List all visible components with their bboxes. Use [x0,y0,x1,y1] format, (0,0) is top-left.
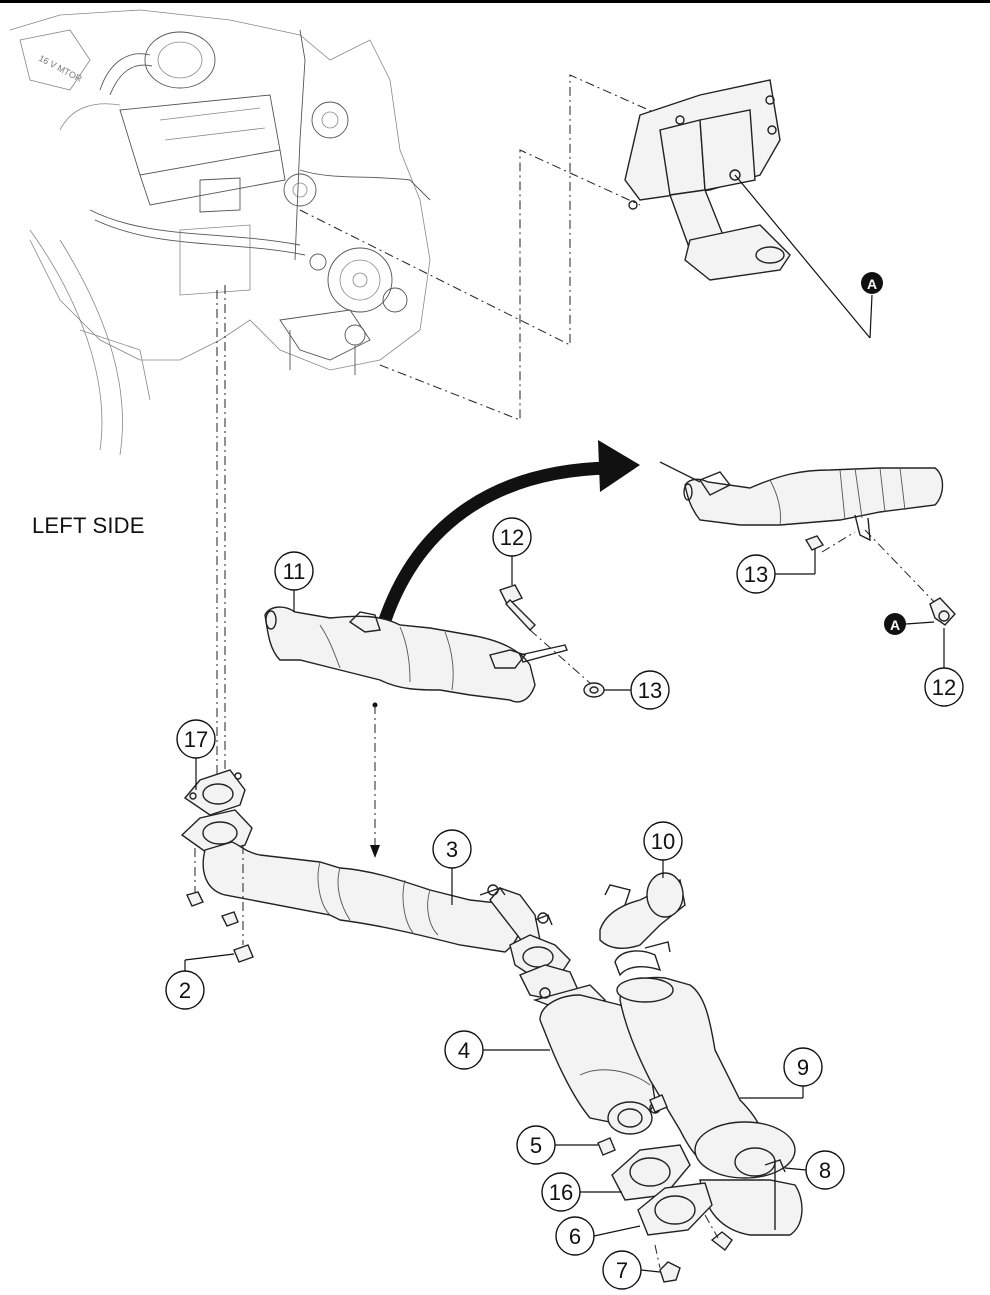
engine-assembly: 16 V MTOR [9,9,431,456]
callout-2: 2 [165,970,205,1010]
engine-decal: 16 V MTOR [37,53,84,84]
heat-shield [264,606,568,703]
curved-arrow-head [598,440,640,492]
marker-a-bottom [884,613,906,635]
svg-text:5: 5 [530,1133,542,1158]
callout-17: 17 [176,719,216,759]
gasket-17 [183,769,246,816]
svg-text:17: 17 [184,727,208,752]
curved-arrow [378,461,611,623]
nut-13-left [583,682,605,698]
svg-text:8: 8 [819,1158,831,1183]
front-pipe [202,841,553,953]
svg-text:3: 3 [446,837,458,862]
catalytic-converter [509,934,661,1135]
leader-line [734,174,871,339]
arrow-head [370,845,380,858]
bolt-7 [659,1231,733,1283]
svg-text:16: 16 [549,1180,573,1205]
projection-line [704,1214,719,1239]
projection-line [529,629,591,684]
svg-text:A: A [867,276,877,292]
bolt-12-left [499,584,536,632]
svg-text:12: 12 [932,675,956,700]
projection-line [299,74,661,346]
projection-line [864,529,941,609]
callout-13-left: 13 [630,670,670,710]
bolt-12-right [929,597,956,626]
leader-line [905,621,935,625]
callout-7: 7 [602,1250,642,1290]
outlet-flange [637,1182,713,1236]
svg-text:12: 12 [500,525,524,550]
nut-13-right [804,535,825,551]
projection-line [379,149,641,421]
callout-12-right: 12 [924,667,964,707]
gasket-16 [611,1144,691,1201]
nuts-5 [597,1094,668,1156]
clamp [614,941,671,977]
callout-4: 4 [444,1030,484,1070]
svg-text:11: 11 [283,559,306,584]
callouts: 11 12 13 13 12 17 3 10 [165,517,964,1290]
projection-line [821,531,856,553]
callout-10: 10 [643,821,683,861]
svg-text:4: 4 [458,1038,470,1063]
svg-text:6: 6 [569,1224,581,1249]
nut-2-group [186,891,254,963]
tailpipe [599,872,686,949]
marker-a-top [861,272,883,294]
leader-lines [184,548,945,1273]
callout-3: 3 [432,829,472,869]
projection-line [654,1244,661,1269]
left-side-label: LEFT SIDE [32,513,145,538]
svg-text:A: A [890,617,900,633]
callout-12-left: 12 [492,517,532,557]
callout-9: 9 [783,1047,823,1087]
callout-13-right: 13 [736,554,776,594]
svg-text:13: 13 [638,678,662,703]
callout-8: 8 [805,1150,845,1190]
callout-16: 16 [541,1172,581,1212]
svg-text:7: 7 [616,1258,628,1283]
callout-5: 5 [516,1125,556,1165]
svg-text:9: 9 [797,1055,809,1080]
leader-line [869,294,873,339]
heat-shield-inset [659,461,944,542]
svg-text:13: 13 [744,562,768,587]
svg-text:10: 10 [651,829,675,854]
muffler [616,976,803,1236]
svg-text:2: 2 [179,978,191,1003]
exhaust-mount-bracket [624,79,791,281]
callout-11: 11 [274,551,314,591]
callout-6: 6 [555,1216,595,1256]
